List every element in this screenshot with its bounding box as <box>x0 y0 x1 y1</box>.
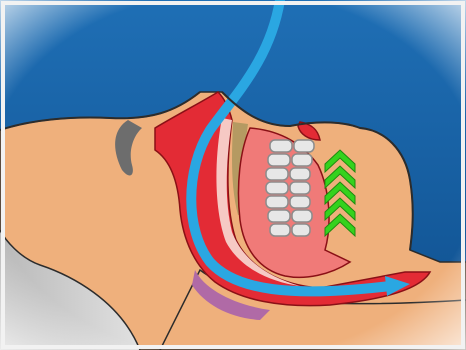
airway-diagram <box>0 0 466 350</box>
airway-illustration <box>0 0 466 350</box>
frame-vignette <box>0 0 466 350</box>
